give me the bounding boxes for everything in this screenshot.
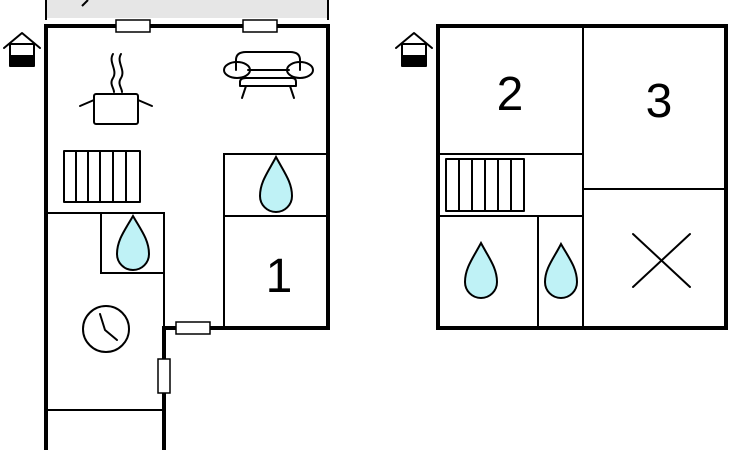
water-drop-icon <box>543 241 579 299</box>
cross-icon <box>632 233 691 288</box>
house-entrance-icon <box>395 32 433 67</box>
room-number-2: 2 <box>497 68 524 121</box>
terrace <box>46 0 328 18</box>
sofa-icon <box>223 51 314 99</box>
clock-icon <box>82 305 130 353</box>
stairs-icon <box>63 150 141 203</box>
ground-floor-outer-wall <box>44 24 330 450</box>
water-drop-icon <box>258 154 294 213</box>
water-drop-icon <box>115 213 151 271</box>
door <box>157 358 171 394</box>
stairs-icon <box>445 158 525 212</box>
upper-floor: 2 3 <box>395 24 728 330</box>
bathroom-ground-box <box>100 212 165 274</box>
water-drop-icon <box>463 240 499 299</box>
room-number-1: 1 <box>266 250 293 303</box>
door <box>175 321 211 335</box>
house-entrance-icon <box>3 32 41 67</box>
room-number-3: 3 <box>646 75 673 128</box>
window <box>242 19 278 33</box>
window <box>115 19 151 33</box>
ground-floor: 1 <box>3 0 330 450</box>
kitchen-pot-icon <box>79 53 153 125</box>
